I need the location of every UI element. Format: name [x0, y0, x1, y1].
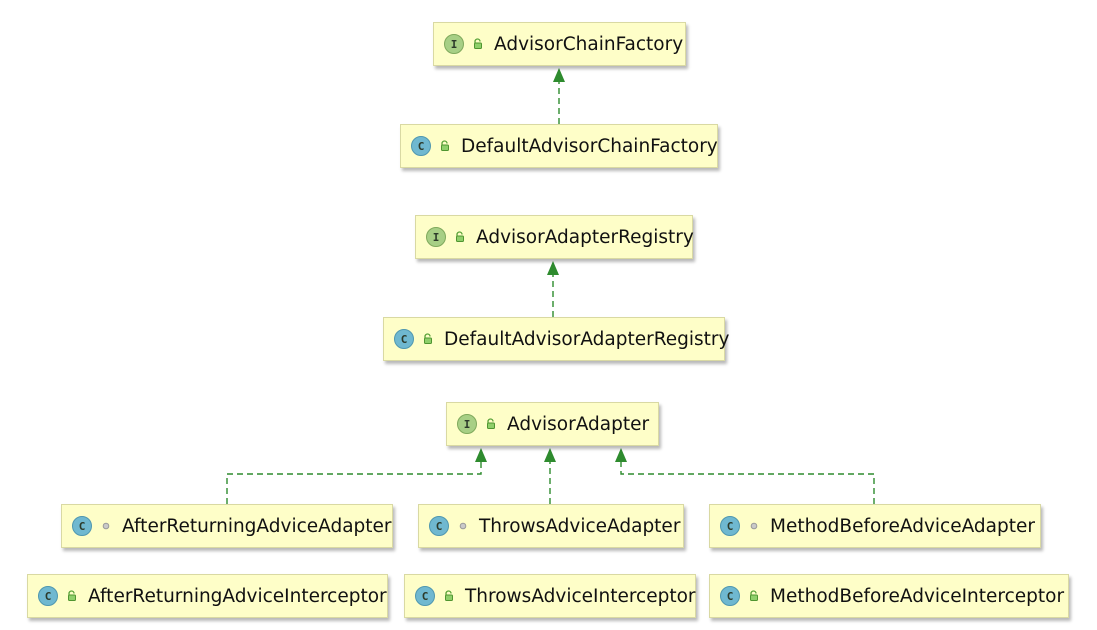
arrowhead-icon — [553, 68, 565, 82]
public-lock-icon — [439, 140, 451, 152]
class-badge-icon: C — [429, 516, 449, 536]
node-method-before-advice-interceptor[interactable]: C MethodBeforeAdviceInterceptor — [709, 574, 1069, 618]
public-lock-icon — [485, 418, 497, 430]
node-label: MethodBeforeAdviceInterceptor — [770, 585, 1065, 607]
class-badge-icon: C — [394, 329, 414, 349]
node-label: DefaultAdvisorChainFactory — [461, 135, 718, 157]
interface-badge-icon: I — [457, 414, 477, 434]
public-lock-icon — [748, 590, 760, 602]
node-advisor-adapter-registry[interactable]: I AdvisorAdapterRegistry — [415, 215, 694, 259]
node-default-advisor-adapter-registry[interactable]: C DefaultAdvisorAdapterRegistry — [383, 317, 729, 361]
node-label: DefaultAdvisorAdapterRegistry — [444, 328, 730, 350]
class-badge-icon: C — [411, 136, 431, 156]
public-lock-icon — [422, 333, 434, 345]
node-advisor-chain-factory[interactable]: I AdvisorChainFactory — [433, 22, 686, 66]
arrowhead-icon — [615, 448, 627, 462]
arrowhead-icon — [544, 448, 556, 462]
node-throws-advice-interceptor[interactable]: C ThrowsAdviceInterceptor — [404, 574, 696, 618]
arrowhead-icon — [475, 448, 487, 462]
node-default-advisor-chain-factory[interactable]: C DefaultAdvisorChainFactory — [400, 124, 718, 168]
public-lock-icon — [66, 590, 78, 602]
implements-edge — [226, 462, 482, 504]
node-label: AdvisorChainFactory — [494, 33, 684, 55]
public-lock-icon — [454, 231, 466, 243]
package-private-dot-icon — [457, 520, 469, 532]
node-after-returning-advice-adapter[interactable]: C AfterReturningAdviceAdapter — [61, 504, 393, 548]
package-private-dot-icon — [748, 520, 760, 532]
node-after-returning-advice-interceptor[interactable]: C AfterReturningAdviceInterceptor — [27, 574, 388, 618]
class-badge-icon: C — [72, 516, 92, 536]
package-private-dot-icon — [100, 520, 112, 532]
class-badge-icon: C — [415, 586, 435, 606]
class-badge-icon: C — [720, 586, 740, 606]
node-label: ThrowsAdviceAdapter — [479, 515, 681, 537]
node-label: ThrowsAdviceInterceptor — [465, 585, 696, 607]
interface-badge-icon: I — [426, 227, 446, 247]
node-advisor-adapter[interactable]: I AdvisorAdapter — [446, 402, 659, 446]
public-lock-icon — [472, 38, 484, 50]
implements-edge — [620, 462, 875, 504]
node-label: AfterReturningAdviceAdapter — [122, 515, 392, 537]
node-throws-advice-adapter[interactable]: C ThrowsAdviceAdapter — [418, 504, 684, 548]
class-badge-icon: C — [720, 516, 740, 536]
node-label: AfterReturningAdviceInterceptor — [88, 585, 387, 607]
node-method-before-advice-adapter[interactable]: C MethodBeforeAdviceAdapter — [709, 504, 1041, 548]
public-lock-icon — [443, 590, 455, 602]
node-label: MethodBeforeAdviceAdapter — [770, 515, 1035, 537]
node-label: AdvisorAdapter — [507, 413, 650, 435]
node-label: AdvisorAdapterRegistry — [476, 226, 694, 248]
class-badge-icon: C — [38, 586, 58, 606]
interface-badge-icon: I — [444, 34, 464, 54]
arrowhead-icon — [547, 261, 559, 275]
